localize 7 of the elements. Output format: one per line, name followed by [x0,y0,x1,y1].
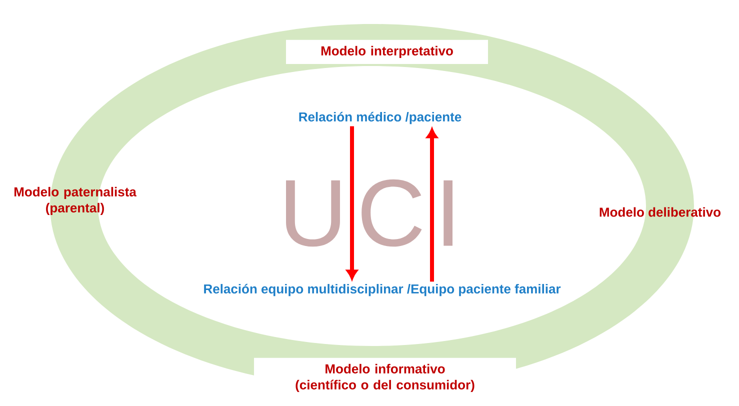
model-box: Modelo interpretativo [286,40,488,64]
model-label: Modelo paternalista (parental) [14,186,136,216]
relation-label: Relación médico /paciente [299,112,462,124]
model-box: Modelo informativo (científico o del consumidor) [254,358,516,398]
relation-label: Relación equipo multidisciplinar /Equipo paciente familiar [204,284,561,296]
model-label: Modelo deliberativo [600,207,721,217]
node-label: Modelo informativo (científico o del consumidor) [296,364,474,392]
